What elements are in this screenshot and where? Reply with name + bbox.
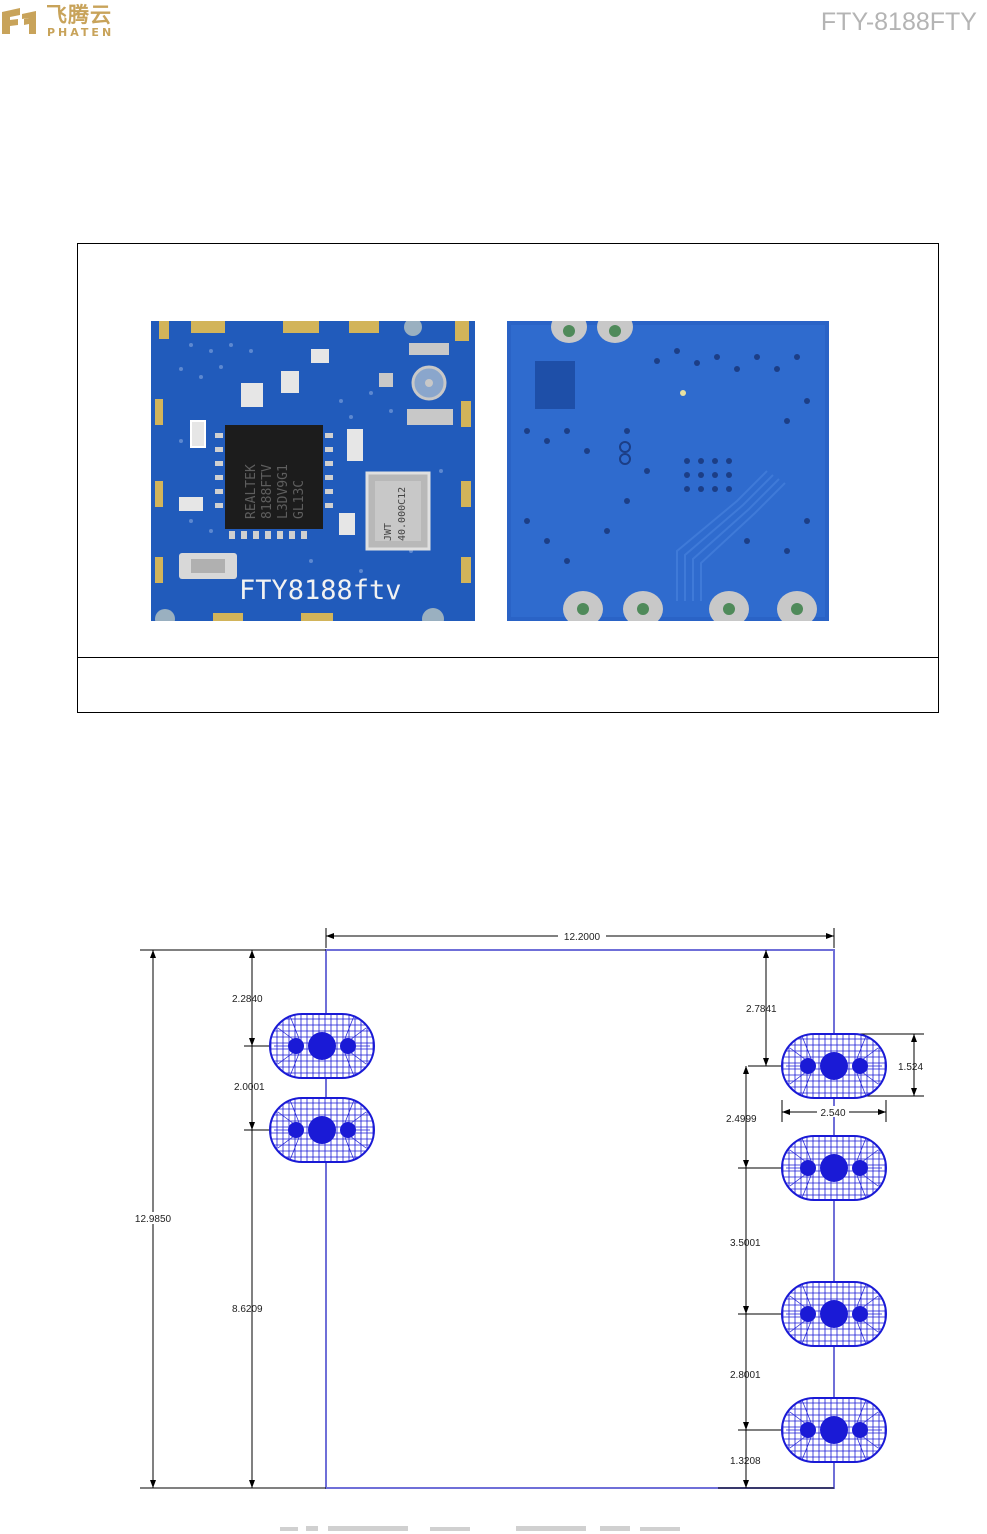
photo-caption [78,658,938,713]
left-pad-1 [269,1013,375,1079]
right-pad-3 [781,1281,887,1347]
right-pitch-2-label: 3.5001 [730,1238,761,1249]
left-pad-2 [269,1097,375,1163]
right-pitch-1-label: 2.4999 [726,1114,757,1125]
left-top-offset-label: 2.2840 [232,994,263,1005]
cropped-footer-text [280,1526,680,1531]
module-silkscreen-label: FTY8188ftv [239,575,402,606]
logo-chinese-text: 飞腾云 [46,3,112,27]
logo-mark-icon [2,8,36,34]
chip-marking-line-4: GL13C [292,480,307,519]
module-photo-table: REALTEK 8188FTV L3DV9G1 GL13C JWT 40.000… [77,243,939,713]
left-bottom-offset-label: 8.6209 [232,1304,263,1315]
company-logo: 飞腾云 PHATEN [0,3,130,39]
module-top-view-photo: REALTEK 8188FTV L3DV9G1 GL13C JWT 40.000… [151,321,475,621]
crystal-marking-line-2: 40.000C12 [397,487,408,541]
height-dimension-label: 12.9850 [135,1214,172,1225]
right-pad-4 [781,1397,887,1463]
right-pad-1 [781,1033,887,1099]
right-pad-2 [781,1135,887,1201]
chip-marking-line-3: L3DV9G1 [276,464,291,519]
height-dimension: 12.9850 [130,949,326,1489]
board-outline [325,949,835,1489]
chip-marking-line-1: REALTEK [244,464,259,519]
right-top-offset-label: 2.7841 [746,1004,777,1015]
chip-marking-line-2: 8188FTV [260,464,275,519]
pad-height-label: 1.524 [898,1062,923,1073]
crystal-marking-line-1: JWT [383,523,394,541]
width-dimension-label: 12.2000 [564,932,601,943]
pad-width-label: 2.540 [820,1108,845,1119]
table-divider [78,657,938,658]
left-pitch-label: 2.0001 [234,1082,265,1093]
logo-english-text: PHATEN [47,26,115,39]
module-bottom-view-photo [507,321,829,621]
module-dimension-drawing: 12.2000 12.9850 2.2840 2.0001 8.6209 2.7… [130,928,924,1489]
width-dimension: 12.2000 [325,928,835,948]
document-code: FTY-8188FTY [820,8,977,36]
right-bottom-offset-label: 1.3208 [730,1456,761,1467]
right-pitch-3-label: 2.8001 [730,1370,761,1381]
